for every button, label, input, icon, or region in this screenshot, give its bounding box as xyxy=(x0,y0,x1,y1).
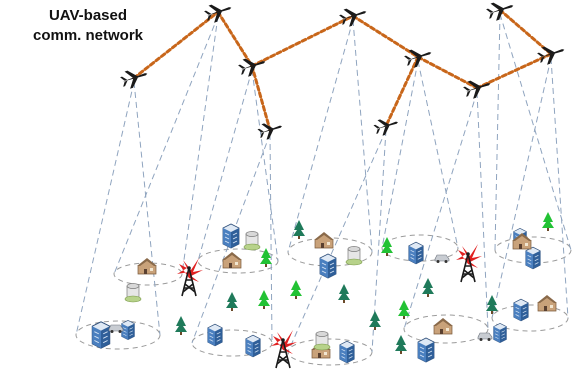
office-building-icon xyxy=(245,334,261,358)
beam-edge xyxy=(476,91,489,330)
beam-edge xyxy=(287,129,387,353)
beam-edge xyxy=(550,57,569,319)
title-line-2: comm. network xyxy=(32,27,144,44)
tree-icon xyxy=(290,280,302,299)
house-icon xyxy=(512,233,532,250)
beam-edge xyxy=(287,19,354,253)
coverage-beam xyxy=(197,69,279,262)
cell-tower-icon xyxy=(271,330,297,369)
storage-tank-icon xyxy=(124,283,142,303)
beam-edge xyxy=(352,19,373,253)
uav-link xyxy=(250,64,272,132)
tree-icon xyxy=(258,290,270,309)
house-icon xyxy=(433,318,453,335)
cell-boundary xyxy=(191,329,273,357)
airplane-icon xyxy=(238,58,266,77)
airplane-icon xyxy=(463,80,491,99)
office-building-icon xyxy=(417,337,435,363)
tree-icon xyxy=(486,295,498,314)
uav-link xyxy=(475,52,553,90)
uav-link xyxy=(351,14,420,59)
tree-icon xyxy=(381,237,393,256)
uav-link xyxy=(250,14,355,68)
airplane-icon xyxy=(257,123,282,140)
office-building-icon xyxy=(493,323,507,343)
beam-edge xyxy=(251,69,279,262)
tree-icon xyxy=(226,292,238,311)
office-building-icon xyxy=(408,241,424,265)
coverage-beam xyxy=(113,15,219,275)
tree-icon xyxy=(422,278,434,297)
uav-links xyxy=(132,8,553,132)
car-icon xyxy=(477,332,493,341)
beam-edge xyxy=(269,133,273,344)
uav-link xyxy=(498,8,553,56)
storage-tank-icon xyxy=(243,231,261,251)
tree-icon xyxy=(395,335,407,354)
beam-edge xyxy=(133,81,161,336)
office-building-icon xyxy=(207,323,223,347)
uav-link xyxy=(384,55,420,128)
uav-link xyxy=(132,10,220,80)
beam-edge xyxy=(417,60,459,249)
airplane-icon xyxy=(486,2,514,21)
office-building-icon xyxy=(339,340,355,364)
cell-boundary xyxy=(494,236,572,264)
airplane-icon xyxy=(204,4,232,23)
tree-icon xyxy=(542,212,554,231)
house-icon xyxy=(137,258,157,275)
cell-boundary xyxy=(403,314,489,344)
airplane-icon xyxy=(404,49,432,68)
tree-icon xyxy=(175,316,187,335)
beam-edge xyxy=(499,13,572,251)
office-building-icon xyxy=(91,321,111,349)
beam-edge xyxy=(403,91,478,330)
house-icon xyxy=(222,252,242,269)
beam-edge xyxy=(113,15,219,275)
airplane-icon xyxy=(373,119,398,136)
beam-edge xyxy=(197,69,253,262)
office-building-icon xyxy=(121,320,135,340)
car-icon xyxy=(108,324,124,333)
tree-icon xyxy=(338,284,350,303)
title-line-1: UAV-based xyxy=(48,7,128,24)
storage-tank-icon xyxy=(313,331,331,351)
airplane-icon xyxy=(339,8,367,27)
coverage-beam xyxy=(381,60,459,249)
coverage-beam xyxy=(494,13,572,251)
coverage-beam xyxy=(75,81,161,336)
coverage-beam xyxy=(403,91,489,330)
storage-tank-icon xyxy=(345,246,363,266)
diagram-title: UAV-based comm. network xyxy=(4,6,172,46)
office-building-icon xyxy=(222,223,240,249)
beam-edge xyxy=(381,60,419,249)
beam-edge xyxy=(491,57,552,319)
coverage-beam xyxy=(287,19,373,253)
house-icon xyxy=(537,295,557,312)
tree-icon xyxy=(369,311,381,330)
uav-link xyxy=(416,55,479,90)
uav-fleet xyxy=(120,2,565,140)
airplane-icon xyxy=(120,70,148,89)
house-icon xyxy=(314,232,334,249)
beam-edge xyxy=(494,13,501,251)
tree-icon xyxy=(398,300,410,319)
tree-icon xyxy=(293,220,305,239)
office-building-icon xyxy=(525,246,541,270)
beam-edge xyxy=(181,15,219,275)
airplane-icon xyxy=(537,46,565,65)
office-building-icon xyxy=(513,298,529,322)
beam-edge xyxy=(75,81,135,336)
cell-tower-icon xyxy=(177,258,203,297)
ground-objects xyxy=(91,212,557,369)
uav-link xyxy=(216,10,254,68)
car-icon xyxy=(434,254,450,263)
coverage-beam xyxy=(491,57,569,319)
tree-icon xyxy=(260,248,272,267)
cell-tower-icon xyxy=(456,244,482,283)
office-building-icon xyxy=(319,253,337,279)
